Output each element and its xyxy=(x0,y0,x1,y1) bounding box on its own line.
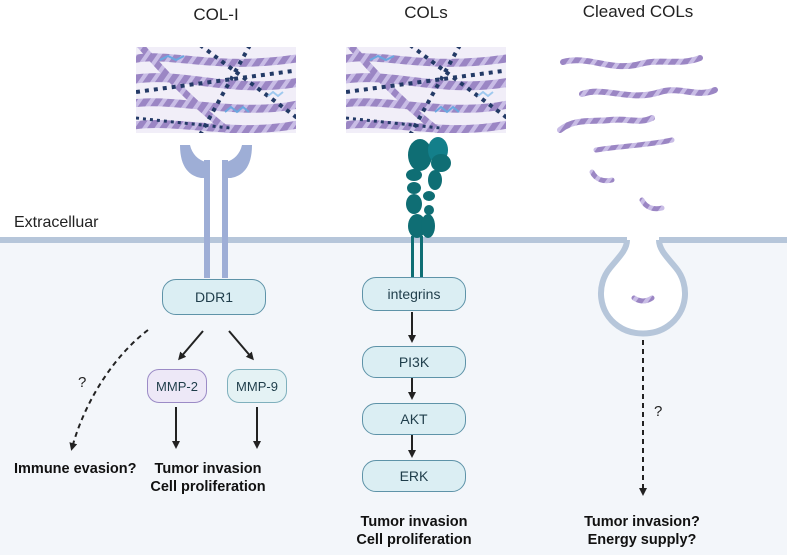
right-outcome-line1: Tumor invasion? xyxy=(584,514,700,530)
extracellular-label: Extracelluar xyxy=(14,214,99,231)
ddr1-receptor-icon xyxy=(180,145,252,278)
left-outcome-line1: Tumor invasion xyxy=(154,461,262,477)
cleaved-collagen-icon xyxy=(557,55,718,304)
mmp2-box: MMP-2 xyxy=(147,369,207,403)
erk-box: ERK xyxy=(362,460,466,492)
ddr1-arrows xyxy=(69,329,261,451)
vesicle-question-mark: ? xyxy=(654,403,663,420)
cell-membrane xyxy=(0,237,787,337)
ddr1-box: DDR1 xyxy=(162,279,266,315)
right-outcome-line2: Energy supply? xyxy=(587,532,697,548)
collagen-matrix-icon xyxy=(136,47,296,133)
cols-title: COLs xyxy=(404,3,448,22)
pi3k-box: PI3K xyxy=(362,346,466,378)
middle-outcome-line1: Tumor invasion xyxy=(360,514,468,530)
akt-box: AKT xyxy=(362,403,466,435)
collagen-matrix-icon xyxy=(346,47,506,133)
mmp9-box: MMP-9 xyxy=(227,369,287,403)
integrins-box: integrins xyxy=(362,277,466,311)
endocytic-vesicle-icon xyxy=(597,239,689,337)
cleaved-cols-title: Cleaved COLs xyxy=(582,2,694,21)
integrin-receptor-icon xyxy=(406,137,451,281)
col-i-title: COL-I xyxy=(193,5,239,24)
immune-evasion-label: Immune evasion? xyxy=(14,461,137,477)
left-outcome-line2: Cell proliferation xyxy=(150,479,266,495)
immune-question-mark: ? xyxy=(78,374,87,391)
middle-outcome-line2: Cell proliferation xyxy=(356,532,472,548)
